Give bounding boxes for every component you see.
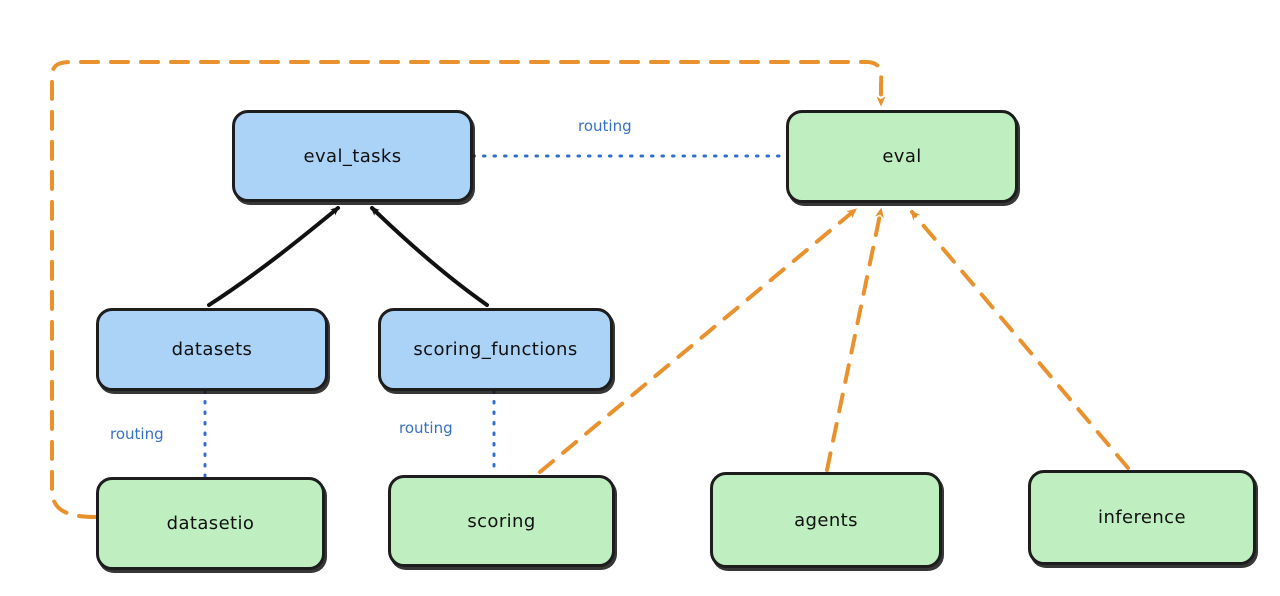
node-inference[interactable]: inference	[1028, 470, 1256, 565]
edge-scoring_functions-to-eval_tasks	[370, 206, 489, 307]
node-label-eval-tasks: eval_tasks	[303, 145, 402, 167]
node-datasets[interactable]: datasets	[96, 308, 328, 391]
node-label-scoring-functions: scoring_functions	[413, 339, 578, 360]
node-label-inference: inference	[1098, 507, 1186, 528]
edge-datasetio-to-eval	[50, 60, 886, 519]
edge-inference-to-eval	[910, 210, 1130, 470]
node-scoring-functions[interactable]: scoring_functions	[378, 308, 613, 391]
node-label-scoring: scoring	[467, 510, 536, 532]
node-datasetio[interactable]: datasetio	[96, 477, 325, 570]
edge-scoring-to-eval	[538, 208, 857, 474]
node-scoring[interactable]: scoring	[388, 475, 615, 567]
node-eval[interactable]: eval	[786, 110, 1018, 203]
node-label-datasetio: datasetio	[166, 513, 255, 534]
node-label-agents: agents	[794, 509, 858, 531]
edge-datasets-to-eval_tasks	[207, 206, 340, 307]
node-agents[interactable]: agents	[710, 472, 942, 568]
edge-agents-to-eval	[825, 207, 884, 472]
node-label-datasets: datasets	[171, 339, 253, 360]
node-label-eval: eval	[882, 146, 922, 167]
node-eval-tasks[interactable]: eval_tasks	[232, 110, 473, 202]
